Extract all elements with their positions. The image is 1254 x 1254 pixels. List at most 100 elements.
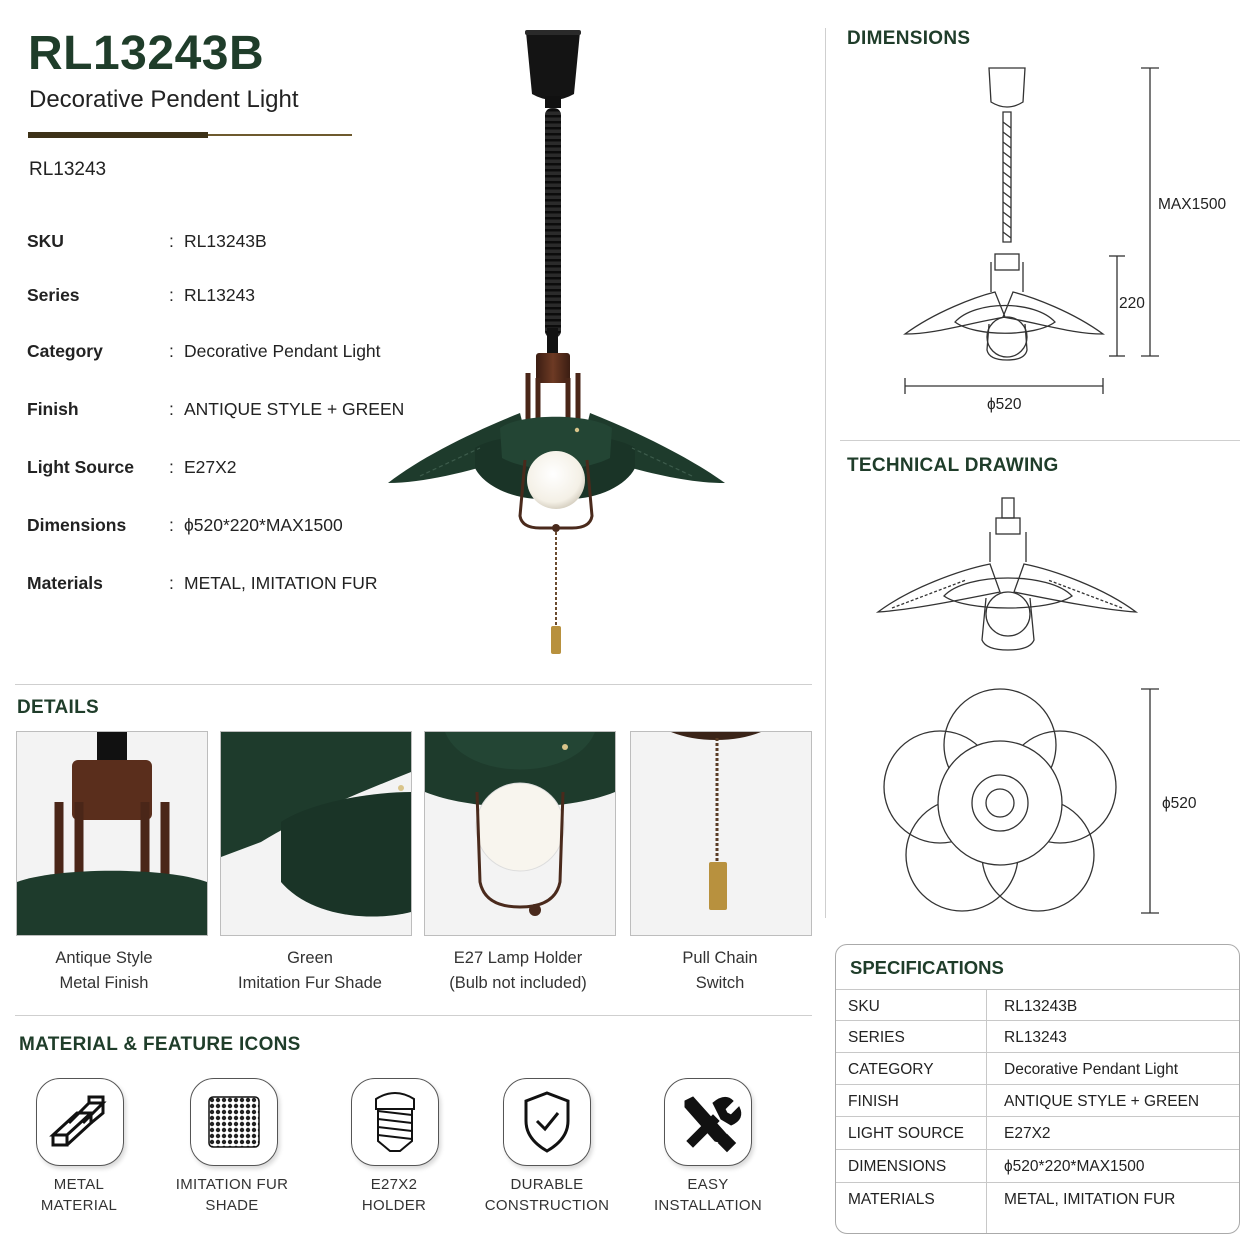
table-key: FINISH: [848, 1093, 899, 1110]
details-section-title: DETAILS: [17, 697, 99, 718]
product-name: Decorative Pendent Light: [29, 86, 299, 113]
spec-key: Finish: [27, 399, 79, 419]
spec-separator: :: [169, 231, 174, 251]
spec-row-sku: SKU : RL13243B: [27, 231, 447, 255]
caption-line: INSTALLATION: [653, 1197, 763, 1214]
spec-separator: :: [169, 573, 174, 593]
caption-line: (Bulb not included): [449, 974, 587, 992]
table-value: RL13243B: [1004, 998, 1078, 1015]
icon-caption-durable: DURABLE CONSTRUCTION: [472, 1174, 622, 1216]
caption-line: METAL: [53, 1176, 105, 1193]
spec-value: METAL, IMITATION FUR: [184, 573, 378, 593]
spec-separator: :: [169, 285, 174, 305]
technical-top-view: [883, 688, 1159, 914]
icons-section-title: MATERIAL & FEATURE ICONS: [19, 1034, 301, 1055]
caption-line: Imitation Fur Shade: [238, 974, 382, 992]
table-row: DIMENSIONS ϕ520*220*MAX1500: [836, 1149, 1239, 1182]
spec-key: Category: [27, 341, 103, 361]
caption-line: DURABLE: [510, 1176, 584, 1193]
caption-line: SHADE: [205, 1197, 259, 1214]
table-value: ϕ520*220*MAX1500: [1004, 1158, 1145, 1175]
spec-row-finish: Finish : ANTIQUE STYLE + GREEN: [27, 399, 447, 423]
caption-line: E27 Lamp Holder: [453, 949, 583, 967]
technical-drawing-title: TECHNICAL DRAWING: [847, 455, 1059, 476]
table-row: FINISH ANTIQUE STYLE + GREEN: [836, 1084, 1239, 1117]
icon-caption-e27-holder: E27X2 HOLDER: [319, 1174, 469, 1216]
table-value: ANTIQUE STYLE + GREEN: [1004, 1093, 1200, 1110]
spec-row-light-source: Light Source : E27X2: [27, 457, 447, 481]
spec-separator: :: [169, 399, 174, 419]
spec-row-materials: Materials : METAL, IMITATION FUR: [27, 573, 447, 597]
icons-divider-top: [15, 1015, 812, 1016]
table-row: CATEGORY Decorative Pendant Light: [836, 1052, 1239, 1085]
icon-caption-easy-install: EASY INSTALLATION: [633, 1174, 783, 1216]
title-underline-thin: [208, 134, 352, 136]
detail-photo-pull-chain: [630, 731, 812, 936]
caption-line: EASY: [687, 1176, 729, 1193]
table-value: E27X2: [1004, 1125, 1051, 1142]
dimension-drawing: [903, 67, 1159, 394]
caption-line: Pull Chain: [682, 949, 758, 967]
table-value: Decorative Pendant Light: [1004, 1061, 1179, 1078]
table-row: SERIES RL13243: [836, 1020, 1239, 1053]
detail-caption-pull-chain: Pull Chain Switch: [620, 946, 820, 996]
detail-photo-lamp-holder: [424, 731, 616, 936]
table-value: RL13243: [1004, 1029, 1067, 1046]
table-key: LIGHT SOURCE: [848, 1125, 964, 1142]
caption-line: Metal Finish: [59, 974, 149, 992]
spec-value: RL13243B: [184, 231, 267, 251]
caption-line: HOLDER: [361, 1197, 427, 1214]
table-key: CATEGORY: [848, 1061, 934, 1078]
table-key: DIMENSIONS: [848, 1158, 947, 1175]
shield-check-icon: [503, 1078, 591, 1166]
series-code: RL13243: [29, 159, 107, 180]
specifications-title: SPECIFICATIONS: [850, 957, 1004, 978]
spec-key: Materials: [27, 573, 103, 593]
spec-separator: :: [169, 457, 174, 477]
spec-key: SKU: [27, 231, 64, 251]
spec-row-category: Category : Decorative Pendant Light: [27, 341, 447, 365]
caption-line: E27X2: [370, 1176, 418, 1193]
tools-icon: [664, 1078, 752, 1166]
spec-value: RL13243: [184, 285, 256, 305]
max-height-label: MAX1500: [1158, 196, 1227, 213]
spec-value: Decorative Pendant Light: [184, 341, 381, 361]
caption-line: Green: [287, 949, 333, 967]
technical-side-view: [875, 497, 1139, 651]
product-photo: [388, 30, 725, 654]
detail-photo-green-shade: [220, 731, 412, 936]
detail-caption-lamp-holder: E27 Lamp Holder (Bulb not included): [418, 946, 618, 996]
dimension-divider: [840, 440, 1240, 441]
spec-value: ANTIQUE STYLE + GREEN: [184, 399, 405, 419]
detail-caption-metal-finish: Antique Style Metal Finish: [4, 946, 204, 996]
title-underline-bold: [28, 132, 208, 138]
caption-line: Switch: [695, 974, 745, 992]
spec-value: E27X2: [184, 457, 237, 477]
dimensions-section-title: DIMENSIONS: [847, 28, 971, 49]
table-row: SKU RL13243B: [836, 989, 1239, 1022]
icon-caption-metal-material: METAL MATERIAL: [4, 1174, 154, 1216]
detail-photo-metal-finish: [16, 731, 208, 936]
spec-separator: :: [169, 341, 174, 361]
caption-line: Antique Style: [55, 949, 153, 967]
table-key: MATERIALS: [848, 1191, 935, 1208]
spec-key: Dimensions: [27, 515, 127, 535]
diameter-label: ϕ520: [987, 396, 1022, 413]
product-model-title: RL13243B: [28, 27, 265, 80]
caption-line: IMITATION FUR: [175, 1176, 289, 1193]
right-panel-divider: [825, 28, 826, 918]
detail-caption-green-shade: Green Imitation Fur Shade: [210, 946, 410, 996]
spec-row-dimensions: Dimensions : ϕ520*220*MAX1500: [27, 515, 447, 539]
table-row: MATERIALS METAL, IMITATION FUR: [836, 1182, 1239, 1215]
fabric-texture-icon: [190, 1078, 278, 1166]
shade-height-label: 220: [1119, 295, 1145, 312]
bulb-socket-icon: [351, 1078, 439, 1166]
specifications-table: SPECIFICATIONS SKU RL13243B SERIES RL132…: [835, 944, 1240, 1234]
spec-key: Series: [27, 285, 80, 305]
spec-row-series: Series : RL13243: [27, 285, 447, 309]
table-row: LIGHT SOURCE E27X2: [836, 1116, 1239, 1149]
table-key: SERIES: [848, 1029, 905, 1046]
table-column-divider: [986, 989, 987, 1233]
spec-separator: :: [169, 515, 174, 535]
caption-line: MATERIAL: [40, 1197, 118, 1214]
